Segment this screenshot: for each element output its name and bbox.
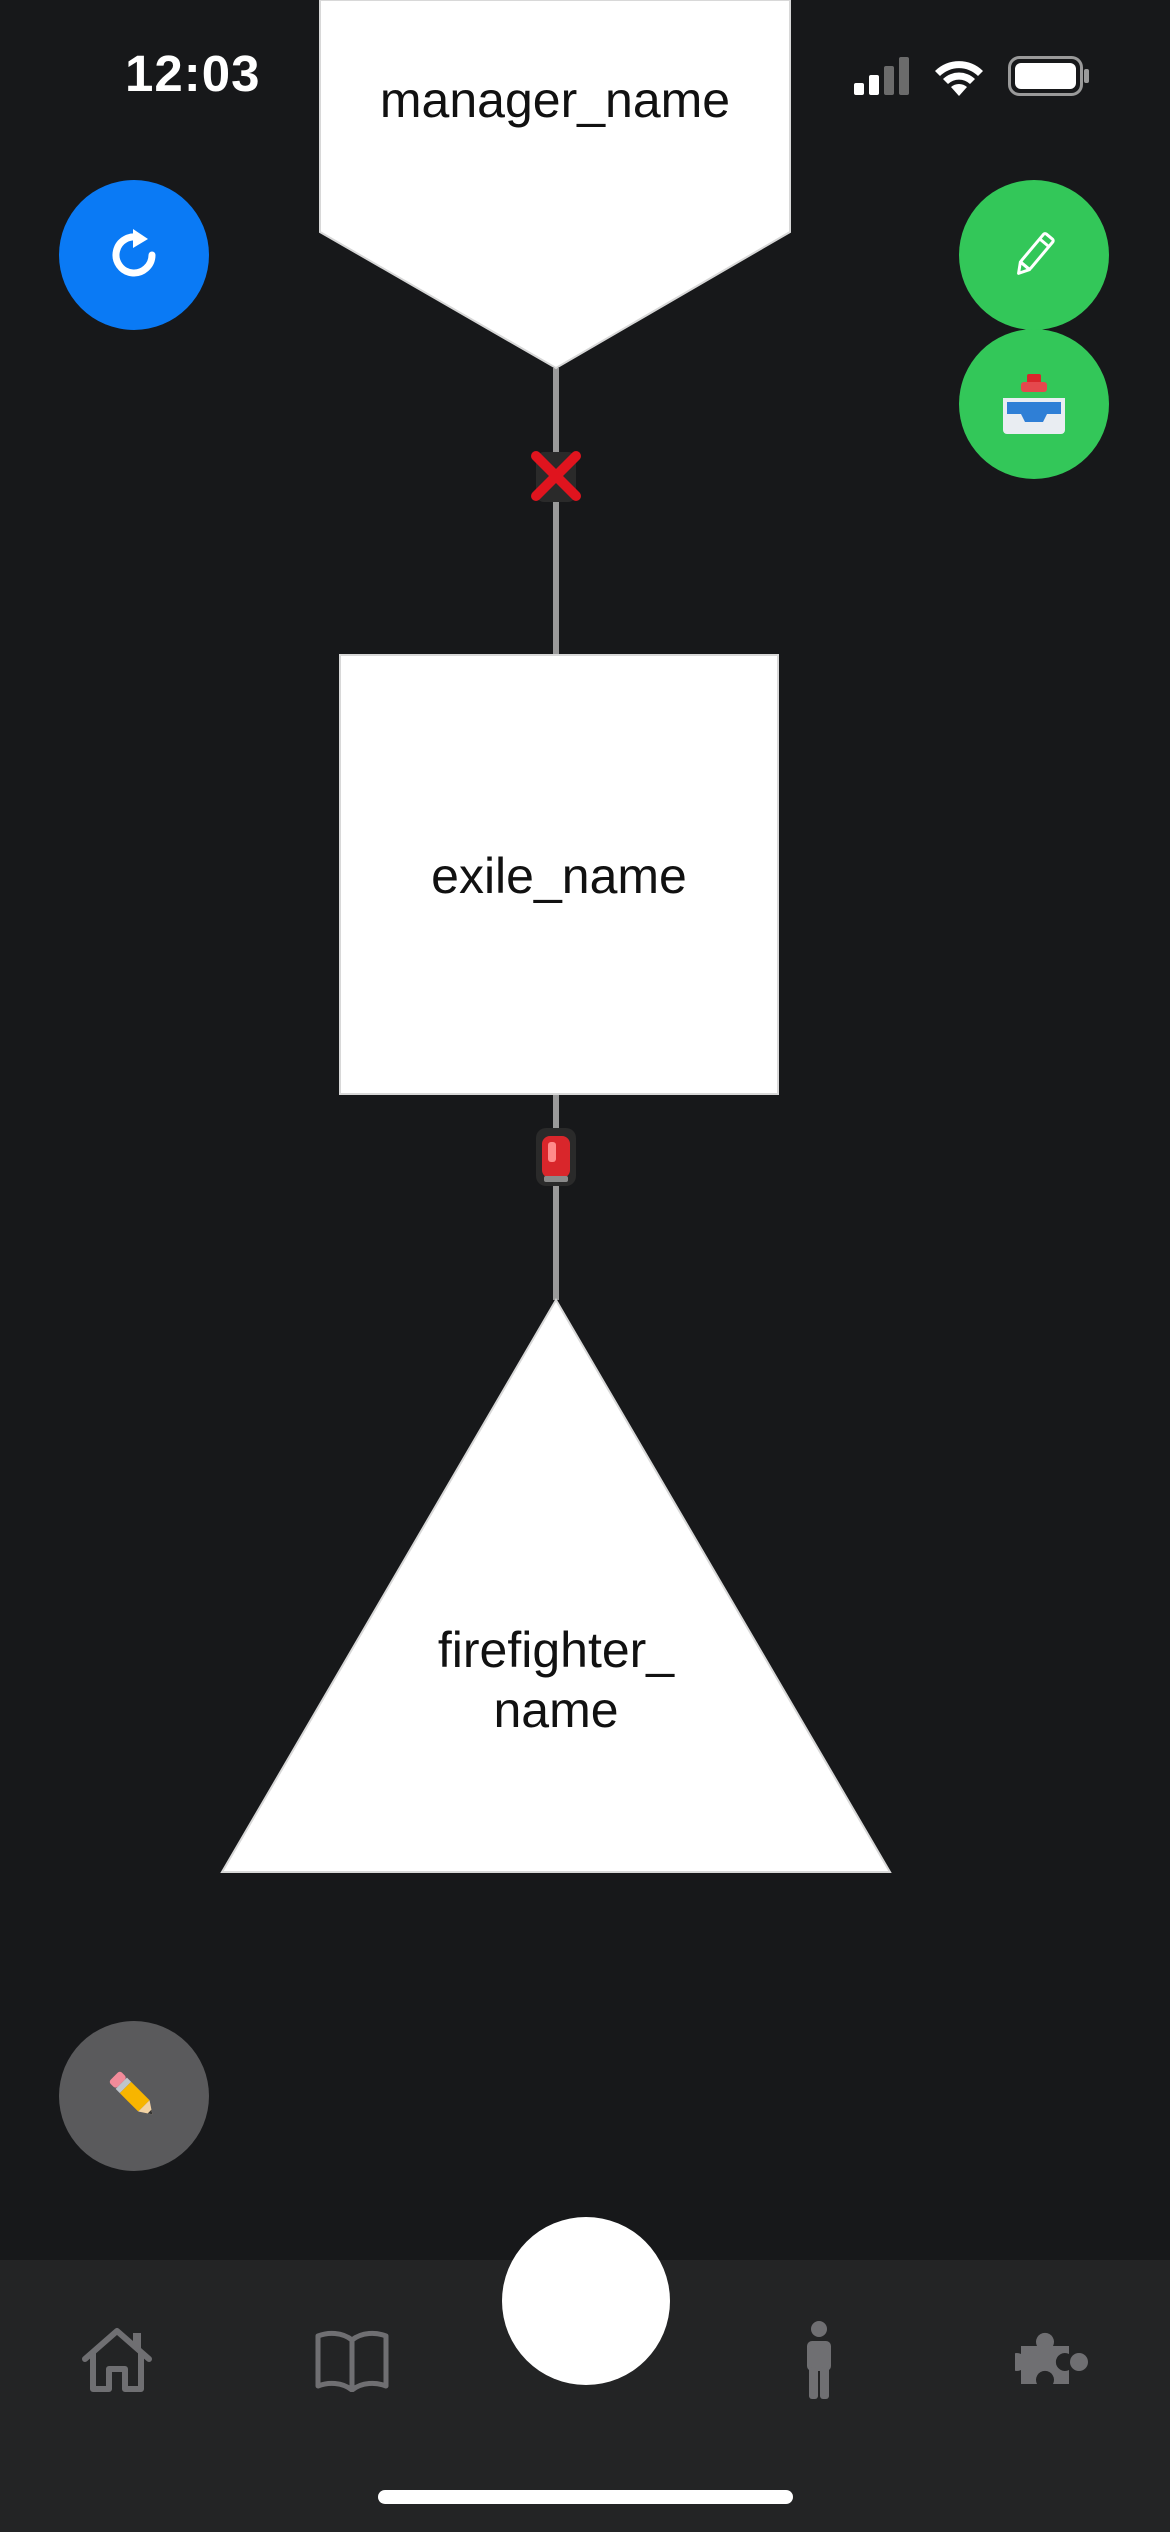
edit-button[interactable]	[959, 180, 1109, 330]
inbox-tray-icon	[1003, 374, 1065, 434]
node-manager-shape[interactable]	[319, 0, 791, 370]
fire-extinguisher-icon[interactable]	[536, 1128, 576, 1186]
tab-home[interactable]	[67, 2310, 167, 2410]
home-indicator[interactable]	[378, 2490, 793, 2504]
tab-extensions[interactable]	[1004, 2310, 1104, 2410]
diagram-canvas	[220, 0, 892, 1873]
wifi-icon	[935, 61, 983, 96]
draw-button[interactable]	[59, 2021, 209, 2171]
status-time: 12:03	[125, 45, 261, 102]
node-manager-label: manager_name	[379, 72, 731, 128]
node-firefighter-label-line2: name	[493, 1682, 619, 1738]
cellular-signal-icon	[854, 57, 909, 95]
inbox-button[interactable]	[959, 329, 1109, 479]
pencil-icon	[109, 2071, 153, 2115]
home-icon	[82, 2328, 152, 2392]
puzzle-icon	[1015, 2332, 1088, 2384]
tab-person[interactable]	[769, 2310, 869, 2410]
node-firefighter-label: firefighter_ name	[300, 1620, 812, 1740]
node-exile-label: exile_name	[431, 848, 687, 904]
battery-icon	[1008, 56, 1089, 96]
red-x-icon[interactable]	[531, 451, 581, 502]
node-firefighter-label-line1: firefighter_	[437, 1622, 675, 1678]
status-icons	[854, 56, 1090, 96]
person-icon	[807, 2321, 831, 2399]
tab-library[interactable]	[302, 2310, 402, 2410]
pencil-outline-icon	[1017, 232, 1055, 275]
node-firefighter-shape[interactable]	[220, 1298, 892, 1873]
node-exile-shape[interactable]	[339, 654, 779, 1095]
refresh-button[interactable]	[59, 180, 209, 330]
refresh-icon	[112, 229, 156, 277]
center-action-button[interactable]	[502, 2217, 670, 2385]
book-icon	[315, 2330, 389, 2392]
